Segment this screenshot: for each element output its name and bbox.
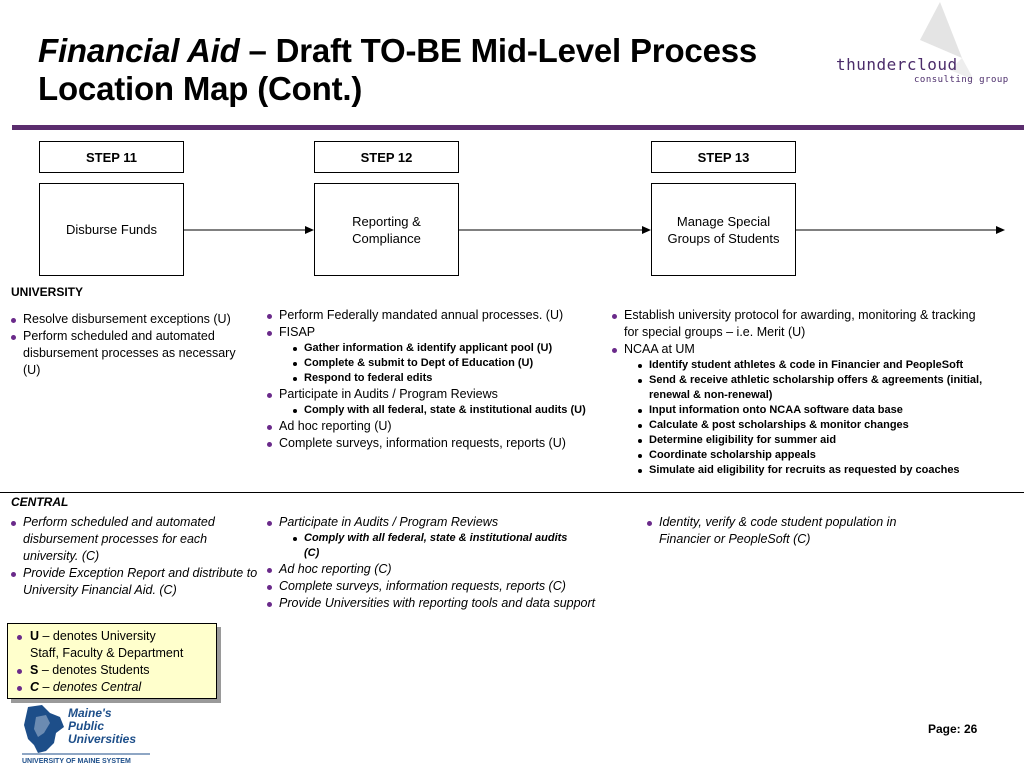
flow-arrow-icon xyxy=(459,226,651,234)
sub-list-item: Comply with all federal, state & institu… xyxy=(266,403,611,418)
list-item: Identity, verify & code student populati… xyxy=(646,514,936,548)
legend-text-c: – denotes Central xyxy=(39,680,142,694)
flow-arrow-icon xyxy=(184,226,314,234)
sub-list-item: Send & receive athletic scholarship offe… xyxy=(611,373,1019,403)
step-12-label: STEP 12 xyxy=(314,141,459,173)
logo-subtitle: consulting group xyxy=(914,75,1009,85)
sub-list-item: Coordinate scholarship appeals xyxy=(611,448,1019,463)
sub-list-item: Gather information & identify applicant … xyxy=(266,341,611,356)
step-13-label: STEP 13 xyxy=(651,141,796,173)
legend-key-s: S xyxy=(30,663,39,677)
sub-list-item: Simulate aid eligibility for recruits as… xyxy=(611,463,1019,478)
sub-list-item: Calculate & post scholarships & monitor … xyxy=(611,418,1019,433)
process-reporting-compliance: Reporting & Compliance xyxy=(314,183,459,276)
university-step13-list: Establish university protocol for awardi… xyxy=(611,307,1019,478)
maine-logo-text2: Public xyxy=(68,719,104,733)
step-11-label: STEP 11 xyxy=(39,141,184,173)
central-step12-list: Participate in Audits / Program Reviews … xyxy=(266,514,596,612)
list-item: Participate in Audits / Program Reviews xyxy=(266,386,611,403)
list-item: Provide Exception Report and distribute … xyxy=(10,565,258,599)
logo-name: thundercloud xyxy=(836,55,958,74)
thundercloud-wing-icon xyxy=(920,2,974,80)
list-item: Perform Federally mandated annual proces… xyxy=(266,307,611,324)
legend-text-u2: Staff, Faculty & Department xyxy=(30,646,184,660)
title-line2: Location Map (Cont.) xyxy=(38,70,363,107)
process-manage-special-groups: Manage Special Groups of Students xyxy=(651,183,796,276)
page-number: Page: 26 xyxy=(928,722,978,736)
legend-item-central: C – denotes Central xyxy=(12,679,216,696)
title-line1-rest: – Draft TO-BE Mid-Level Process xyxy=(239,32,758,69)
sub-list-item: Respond to federal edits xyxy=(266,371,611,386)
sub-list-item: Determine eligibility for summer aid xyxy=(611,433,1019,448)
title-italic: Financial Aid xyxy=(38,32,240,69)
central-step13-list: Identity, verify & code student populati… xyxy=(646,514,936,548)
slide-title: Financial Aid – Draft TO-BE Mid-Level Pr… xyxy=(38,32,838,108)
sub-list-item: Input information onto NCAA software dat… xyxy=(611,403,1019,418)
legend-text-u: – denotes University xyxy=(39,629,156,643)
sub-list-item: Identify student athletes & code in Fina… xyxy=(611,358,1019,373)
header-divider xyxy=(12,125,1024,130)
list-item: FISAP xyxy=(266,324,611,341)
maine-logo-text3: Universities xyxy=(68,732,136,746)
list-item: Participate in Audits / Program Reviews xyxy=(266,514,596,531)
list-item: Provide Universities with reporting tool… xyxy=(266,595,596,612)
legend-key-c: C xyxy=(30,680,40,694)
process-disburse-funds: Disburse Funds xyxy=(39,183,184,276)
list-item: Complete surveys, information requests, … xyxy=(266,435,611,452)
legend-item-students: S – denotes Students xyxy=(12,662,216,679)
sub-list-item: Complete & submit to Dept of Education (… xyxy=(266,356,611,371)
legend-box: U – denotes University Staff, Faculty & … xyxy=(7,623,217,699)
thundercloud-logo: thundercloud consulting group xyxy=(836,55,1016,95)
list-item: Resolve disbursement exceptions (U) xyxy=(10,311,250,328)
university-step11-list: Resolve disbursement exceptions (U) Perf… xyxy=(10,311,250,379)
university-step12-list: Perform Federally mandated annual proces… xyxy=(266,307,611,452)
sub-list-item: Comply with all federal, state & institu… xyxy=(266,531,596,561)
list-item: NCAA at UM xyxy=(611,341,1019,358)
list-item: Ad hoc reporting (U) xyxy=(266,418,611,435)
list-item: Ad hoc reporting (C) xyxy=(266,561,596,578)
central-section-label: CENTRAL xyxy=(11,495,69,509)
list-item: Complete surveys, information requests, … xyxy=(266,578,596,595)
list-item: Perform scheduled and automated disburse… xyxy=(10,514,258,565)
section-divider xyxy=(0,492,1024,493)
maine-universities-logo: Maine's Public Universities UNIVERSITY O… xyxy=(22,705,150,765)
legend-key-u: U xyxy=(30,629,40,643)
list-item: Establish university protocol for awardi… xyxy=(611,307,1019,341)
maine-logo-text1: Maine's xyxy=(68,706,112,720)
list-item: Perform scheduled and automated disburse… xyxy=(10,328,250,379)
legend-item-university: U – denotes University xyxy=(12,628,216,645)
maine-logo-subtitle: UNIVERSITY OF MAINE SYSTEM xyxy=(22,758,131,765)
legend-text-s: – denotes Students xyxy=(38,663,150,677)
university-section-label: UNIVERSITY xyxy=(11,285,84,299)
flow-arrow-icon xyxy=(796,226,1005,234)
central-step11-list: Perform scheduled and automated disburse… xyxy=(10,514,258,599)
